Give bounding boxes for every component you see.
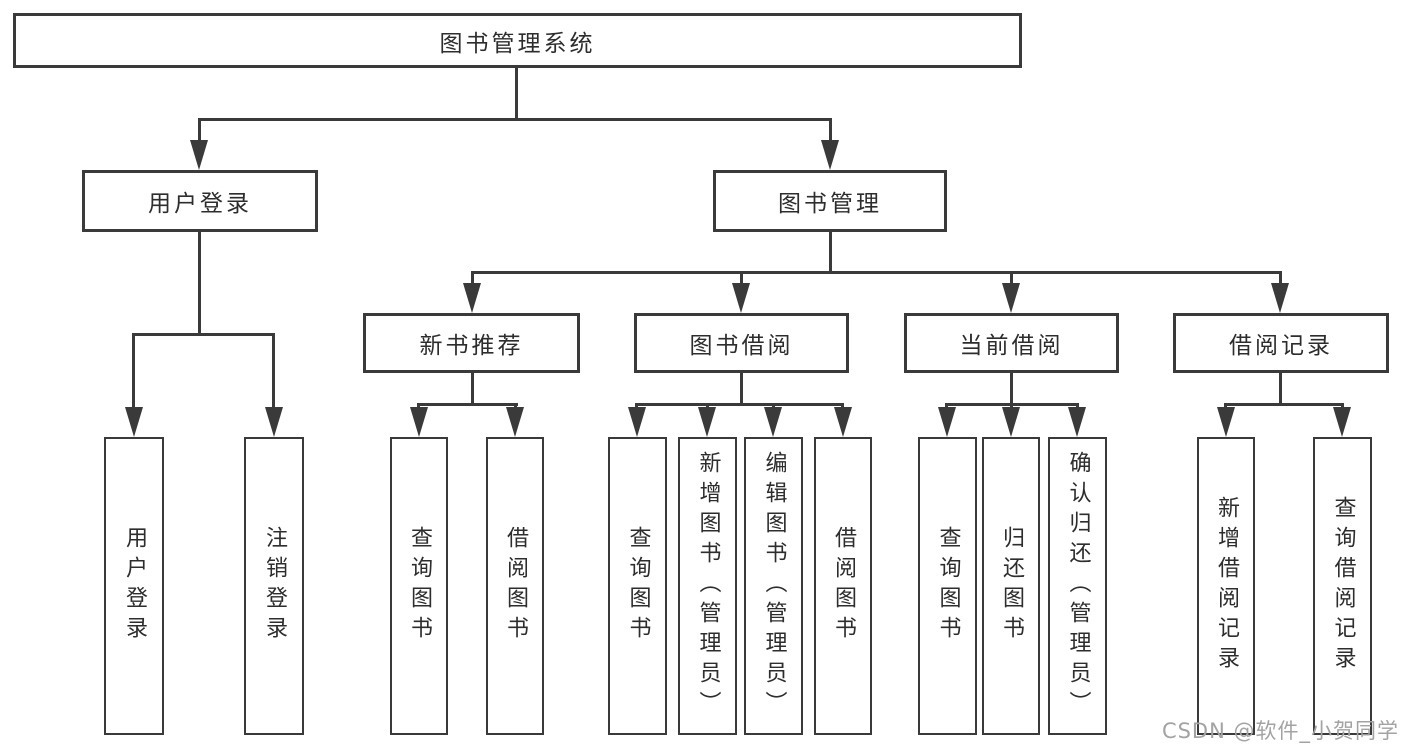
- edge-line: [1010, 373, 1013, 406]
- arrow-down-icon: [1068, 407, 1086, 437]
- node-bb-edit-books-admin-label: 编辑图书（管理员）: [761, 451, 787, 721]
- edge-line: [515, 68, 518, 121]
- node-br-query-record-label: 查询借阅记录: [1330, 496, 1356, 676]
- edge-line: [1279, 271, 1282, 291]
- edge-line: [829, 118, 832, 158]
- arrow-down-icon: [506, 407, 524, 437]
- edge-line: [417, 403, 518, 406]
- node-nb-borrow-books-label: 借阅图书: [503, 526, 528, 646]
- node-nb-borrow-books: 借阅图书: [486, 437, 544, 735]
- edge-line: [740, 373, 743, 406]
- node-book-management: 图书管理: [713, 170, 947, 232]
- node-user-login-label: 用户登录: [148, 191, 252, 217]
- arrow-down-icon: [1002, 407, 1020, 437]
- node-bb-query-books-label: 查询图书: [625, 526, 651, 646]
- node-nb-query-books: 查询图书: [390, 437, 448, 735]
- node-bb-add-books-admin: 新增图书（管理员）: [678, 437, 737, 735]
- node-cb-return-books: 归还图书: [982, 437, 1040, 735]
- edge-line: [1224, 403, 1343, 406]
- arrow-down-icon: [1333, 407, 1351, 437]
- arrow-down-icon: [410, 407, 428, 437]
- arrow-down-icon: [732, 283, 750, 313]
- node-bb-borrow-books: 借阅图书: [814, 437, 872, 735]
- edge-line: [740, 271, 743, 291]
- node-book-borrow-label: 图书借阅: [689, 333, 794, 359]
- arrow-down-icon: [1217, 407, 1235, 437]
- arrow-down-icon: [463, 283, 481, 313]
- arrow-down-icon: [125, 407, 143, 437]
- node-br-add-record-label: 新增借阅记录: [1214, 496, 1239, 676]
- node-cb-confirm-return-admin: 确认归还（管理员）: [1048, 437, 1107, 735]
- node-cb-confirm-return-admin-label: 确认归还（管理员）: [1065, 451, 1091, 721]
- arrow-down-icon: [821, 140, 839, 170]
- edge-line: [471, 271, 474, 291]
- edge-line: [829, 232, 832, 274]
- node-current-borrow: 当前借阅: [904, 313, 1119, 373]
- node-leaf-logout: 注销登录: [244, 437, 304, 735]
- node-book-borrow: 图书借阅: [634, 313, 849, 373]
- node-book-management-label: 图书管理: [778, 191, 882, 217]
- arrow-down-icon: [1002, 283, 1020, 313]
- node-leaf-user-login: 用户登录: [104, 437, 164, 735]
- node-borrow-records-label: 借阅记录: [1229, 333, 1333, 359]
- edge-line: [198, 118, 832, 121]
- edge-line: [198, 232, 201, 336]
- node-br-query-record: 查询借阅记录: [1313, 437, 1372, 735]
- arrow-down-icon: [628, 407, 646, 437]
- node-cb-return-books-label: 归还图书: [999, 526, 1024, 646]
- arrow-down-icon: [1271, 283, 1289, 313]
- node-library-system: 图书管理系统: [13, 13, 1022, 68]
- node-library-system-label: 图书管理系统: [439, 30, 596, 57]
- arrow-down-icon: [834, 407, 852, 437]
- arrow-down-icon: [764, 407, 782, 437]
- node-bb-borrow-books-label: 借阅图书: [831, 526, 856, 646]
- arrow-down-icon: [265, 407, 283, 437]
- node-user-login: 用户登录: [82, 170, 318, 232]
- edge-line: [198, 118, 201, 158]
- edge-line: [132, 333, 274, 336]
- watermark: CSDN @软件_小贺同学: [1161, 719, 1399, 743]
- arrow-down-icon: [698, 407, 716, 437]
- arrow-down-icon: [938, 407, 956, 437]
- edge-line: [471, 271, 1281, 274]
- edge-line: [132, 333, 135, 417]
- node-bb-query-books: 查询图书: [608, 437, 667, 735]
- node-cb-query-books-label: 查询图书: [935, 526, 961, 646]
- node-leaf-logout-label: 注销登录: [262, 526, 287, 646]
- node-leaf-user-login-label: 用户登录: [122, 526, 147, 646]
- node-new-book-recommend-label: 新书推荐: [419, 333, 524, 359]
- node-bb-add-books-admin-label: 新增图书（管理员）: [695, 451, 721, 721]
- arrow-down-icon: [190, 140, 208, 170]
- node-borrow-records: 借阅记录: [1173, 313, 1389, 373]
- edge-line: [272, 333, 275, 417]
- edge-line: [635, 403, 843, 406]
- node-nb-query-books-label: 查询图书: [407, 526, 432, 646]
- node-cb-query-books: 查询图书: [918, 437, 977, 735]
- edge-line: [1010, 271, 1013, 291]
- edge-line: [471, 373, 474, 406]
- edge-line: [1279, 373, 1282, 406]
- node-br-add-record: 新增借阅记录: [1197, 437, 1255, 735]
- node-new-book-recommend: 新书推荐: [363, 313, 580, 373]
- node-bb-edit-books-admin: 编辑图书（管理员）: [744, 437, 803, 735]
- node-current-borrow-label: 当前借阅: [959, 333, 1064, 359]
